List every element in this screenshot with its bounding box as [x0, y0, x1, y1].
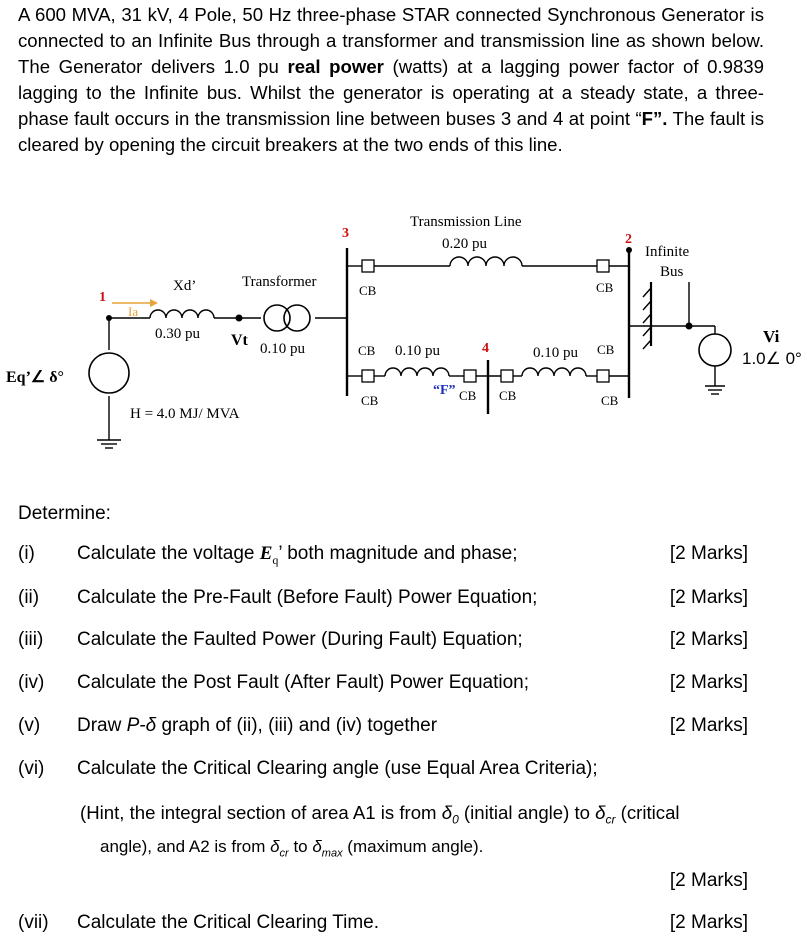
cb-3-bottom — [361, 369, 375, 383]
question-text: Calculate the voltage Eq’ both magnitude… — [77, 543, 518, 567]
vi-value: 1.0∠ 0° — [742, 349, 802, 368]
question-text: Calculate the Critical Clearing Time. — [77, 912, 380, 933]
bus-4-number: 4 — [482, 341, 489, 356]
bus-2-node — [626, 247, 632, 253]
question-number: (iii) — [18, 629, 44, 650]
question-marks: [2 Marks] — [669, 715, 748, 736]
question-marks: [2 Marks] — [669, 587, 748, 608]
cb-label-4-left: CB — [459, 388, 477, 403]
cb-label-3-mid: CB — [358, 343, 376, 358]
problem-bold-real-power: real power — [287, 56, 384, 77]
question-number: (vii) — [18, 912, 49, 933]
line-34-impedance: 0.10 pu — [395, 343, 441, 359]
question-number: (v) — [18, 715, 41, 736]
question-marks: [2 Marks] — [669, 870, 748, 891]
infinite-bus-label-2: Bus — [660, 264, 684, 280]
cb-label-3-top: CB — [359, 283, 377, 298]
question-vi-marks-row: [2 Marks] — [0, 870, 807, 896]
bus-1-number: 1 — [99, 290, 106, 305]
cb-label-4-right: CB — [499, 388, 517, 403]
question-vi: (vi) Calculate the Critical Clearing ang… — [0, 758, 807, 784]
vt-node — [235, 314, 243, 322]
bus-3-number: 3 — [342, 226, 349, 241]
question-number: (iv) — [18, 672, 45, 693]
question-number: (i) — [18, 543, 35, 564]
problem-statement: A 600 MVA, 31 kV, 4 Pole, 50 Hz three-ph… — [18, 2, 764, 158]
transmission-line-impedance: 0.20 pu — [442, 236, 488, 252]
xd-label: Xd’ — [173, 278, 196, 294]
question-marks: [2 Marks] — [669, 912, 748, 933]
question-text: Draw P-δ graph of (ii), (iii) and (iv) t… — [77, 715, 438, 736]
infinite-bus-label-1: Infinite — [645, 244, 689, 260]
question-v: (v) Draw P-δ graph of (ii), (iii) and (i… — [0, 715, 807, 741]
line-42-impedance: 0.10 pu — [533, 345, 579, 361]
question-text: Calculate the Pre-Fault (Before Fault) P… — [77, 587, 538, 608]
circuit-wiring — [97, 248, 725, 449]
question-i: (i) Calculate the voltage Eq’ both magni… — [0, 543, 807, 569]
h-label: H = 4.0 MJ/ MVA — [130, 406, 240, 422]
ia-label: Ia — [128, 304, 138, 319]
eq-label: Eq’∠ δ° — [6, 369, 64, 386]
circuit-diagram: Transmission Line 0.20 pu Transformer 0.… — [6, 214, 802, 449]
question-text: Calculate the Critical Clearing angle (u… — [77, 758, 598, 779]
p-delta-symbol: P-δ — [126, 715, 157, 736]
cb-2-top — [596, 259, 610, 273]
hint-text: (Hint, the integral section of area A1 i… — [80, 802, 680, 860]
problem-text-2: (watts) at a lagging power factor of 0.9… — [18, 56, 764, 129]
question-vii: (vii) Calculate the Critical Clearing Ti… — [0, 912, 807, 938]
problem-text-1: A 600 MVA, 31 kV, 4 Pole, 50 Hz three-ph… — [18, 4, 764, 77]
cb-label-3-bottom: CB — [361, 393, 379, 408]
question-number: (vi) — [18, 758, 45, 779]
cb-label-2-top: CB — [596, 280, 614, 295]
bus-2-number: 2 — [625, 232, 632, 247]
determine-heading: Determine: — [18, 503, 111, 524]
vt-label: Vt — [231, 332, 249, 349]
transformer-symbol — [263, 304, 311, 332]
question-text: Calculate the Faulted Power (During Faul… — [77, 629, 523, 650]
infinite-bus-node — [685, 322, 693, 330]
eq-symbol: E — [259, 543, 273, 564]
problem-bold-fault: F”. — [641, 108, 668, 129]
question-marks: [2 Marks] — [669, 543, 748, 564]
cb-3-top — [361, 259, 375, 273]
cb-label-2-bottom: CB — [601, 393, 619, 408]
question-marks: [2 Marks] — [669, 629, 748, 650]
infinite-bus-source-symbol — [698, 333, 732, 367]
question-marks: [2 Marks] — [669, 672, 748, 693]
problem-text-3: The fault is cleared by opening the circ… — [18, 108, 764, 155]
question-text: Calculate the Post Fault (After Fault) P… — [77, 672, 529, 693]
vi-label: Vi — [763, 327, 780, 346]
ia-arrow-head — [150, 299, 158, 307]
cb-label-2-mid: CB — [597, 342, 615, 357]
cb-4-left — [463, 369, 477, 383]
transformer-impedance: 0.10 pu — [260, 341, 306, 357]
cb-2-bottom — [596, 369, 610, 383]
fault-label: “F” — [433, 383, 456, 398]
generator-symbol — [88, 352, 130, 394]
bus-1-node — [106, 315, 112, 321]
question-iii: (iii) Calculate the Faulted Power (Durin… — [0, 629, 807, 655]
question-iv: (iv) Calculate the Post Fault (After Fau… — [0, 672, 807, 698]
cb-4-right — [500, 369, 514, 383]
transformer-label: Transformer — [242, 274, 316, 290]
transmission-line-label: Transmission Line — [410, 214, 522, 230]
xd-impedance: 0.30 pu — [155, 326, 201, 342]
question-ii: (ii) Calculate the Pre-Fault (Before Fau… — [0, 587, 807, 613]
question-number: (ii) — [18, 587, 40, 608]
